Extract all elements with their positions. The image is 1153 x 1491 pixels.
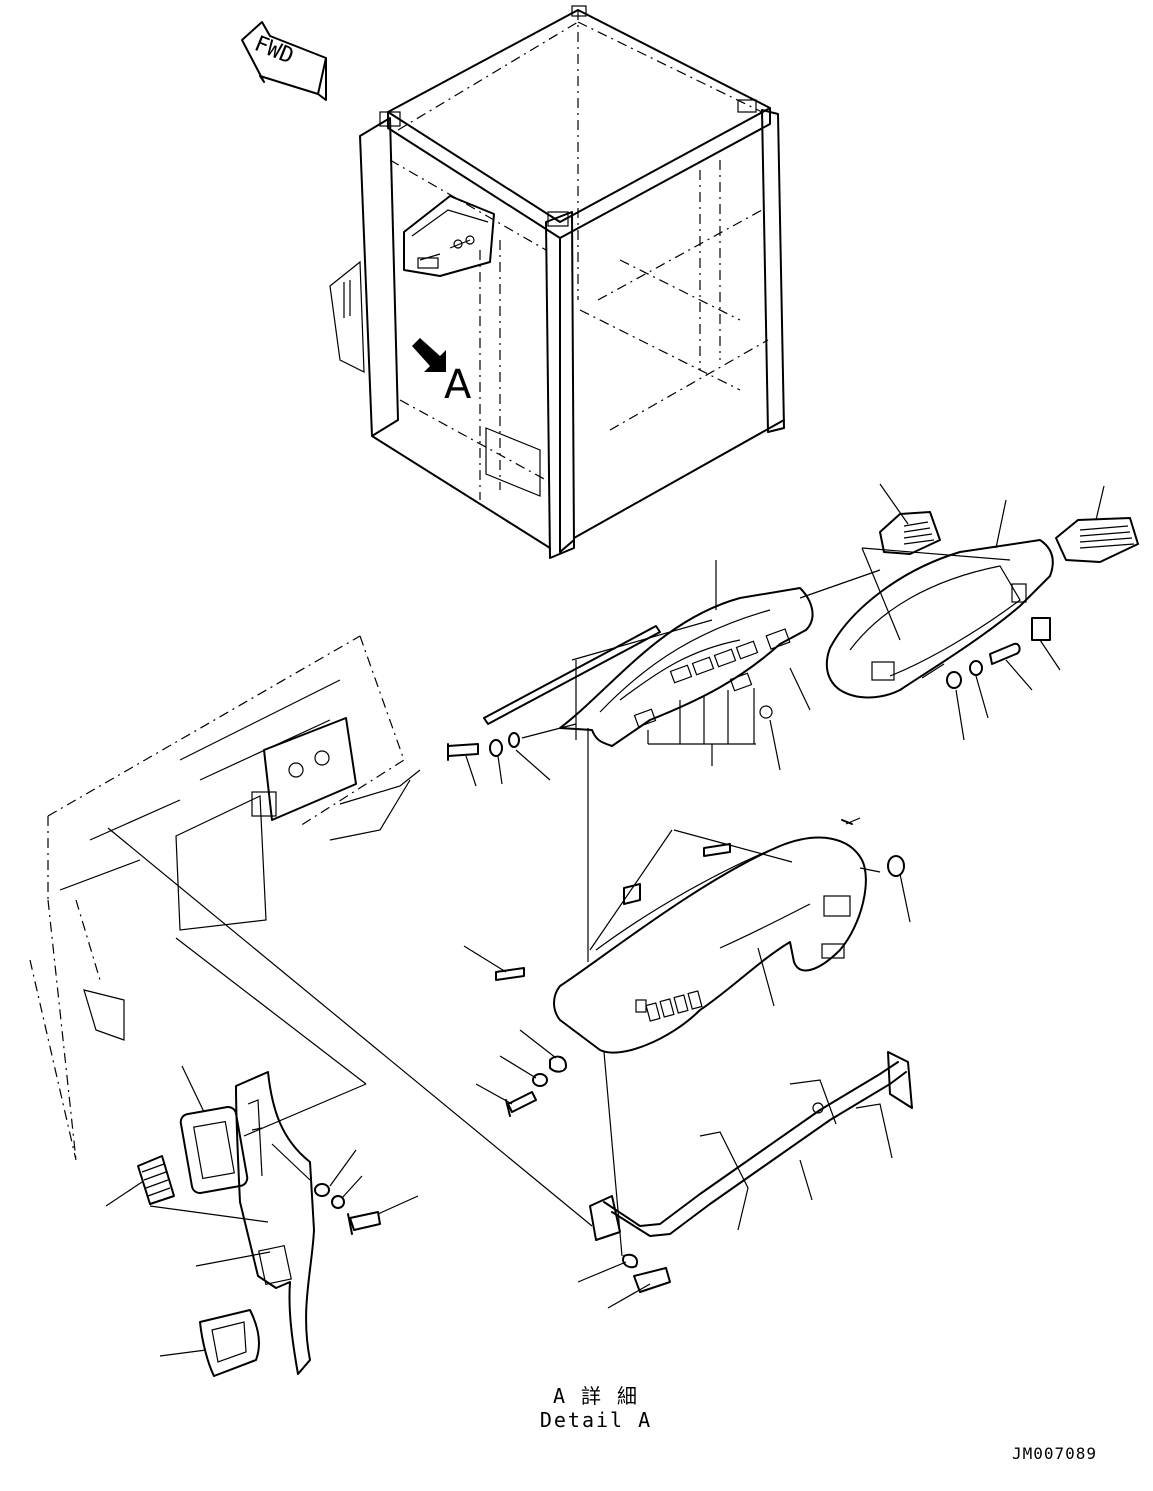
vent-frame [179, 1106, 249, 1194]
pillar-fasteners [314, 1183, 381, 1235]
view-letter: A [444, 362, 472, 408]
caption-japanese: A 詳 細 [552, 1384, 640, 1408]
visor-panel [825, 539, 1054, 699]
cab-frame [329, 5, 785, 559]
callout-leaders [105, 483, 1105, 1357]
reference-lines [107, 547, 1011, 1257]
caption-english: Detail A [539, 1408, 653, 1432]
support-frame [589, 1051, 913, 1293]
dash-fasteners [505, 1055, 567, 1117]
fwd-arrow-icon [241, 21, 327, 101]
upper-vent-left [879, 511, 941, 555]
lower-bezel [199, 1309, 260, 1377]
upper-vent-right [1055, 517, 1139, 563]
drawing-id: JM007089 [1012, 1444, 1098, 1463]
small-hardware-upper-left [447, 732, 520, 761]
lower-dash-body [495, 819, 905, 1054]
view-arrow-icon [412, 338, 446, 372]
left-console-wall [29, 635, 421, 1161]
instrument-hood [483, 587, 814, 747]
pillar-trim [235, 1071, 315, 1375]
side-vent [137, 1155, 175, 1205]
small-hardware-upper-right [946, 617, 1051, 689]
